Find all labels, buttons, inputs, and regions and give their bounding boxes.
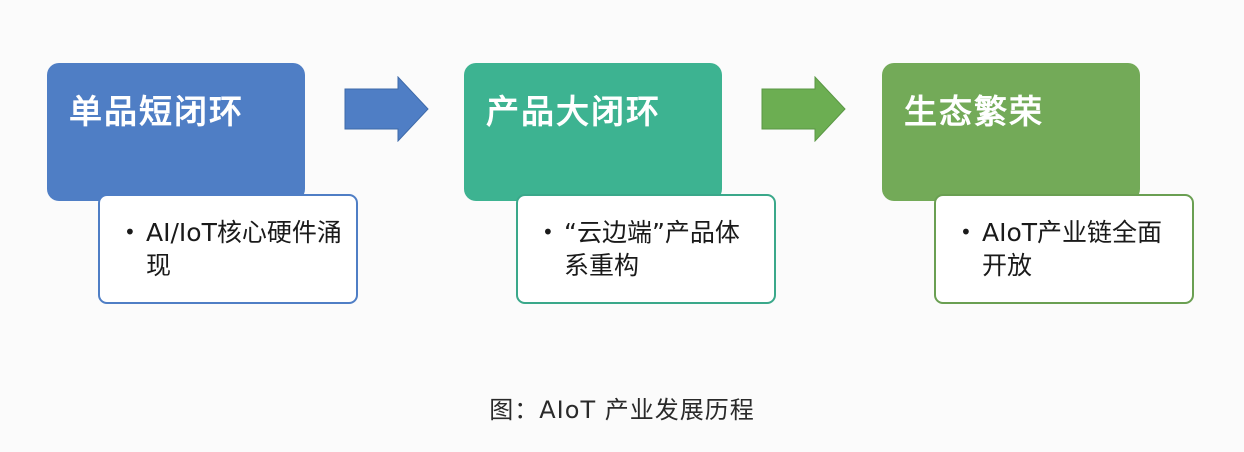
arrow-right-icon bbox=[344, 76, 429, 142]
stage-1-detail-box: • AI/IoT核心硬件涌现 bbox=[98, 194, 358, 304]
stage-3-title: 生态繁荣 bbox=[904, 92, 1044, 131]
stage-3-description: AIoT产业链全面开放 bbox=[982, 218, 1163, 280]
bullet-icon: • bbox=[124, 220, 136, 244]
stage-1-title: 单品短闭环 bbox=[69, 92, 244, 131]
stage-2-detail-box: • “云边端”产品体系重构 bbox=[516, 194, 776, 304]
stage-1-description: AI/IoT核心硬件涌现 bbox=[146, 218, 342, 280]
stage-3-box: 生态繁荣 bbox=[882, 63, 1140, 201]
bullet-icon: • bbox=[542, 220, 554, 244]
bullet-icon: • bbox=[960, 220, 972, 244]
stage-1-box: 单品短闭环 bbox=[47, 63, 305, 201]
stage-2-title: 产品大闭环 bbox=[486, 92, 661, 131]
figure-caption: 图：AIoT 产业发展历程 bbox=[489, 396, 755, 424]
stage-3-detail-box: • AIoT产业链全面开放 bbox=[934, 194, 1194, 304]
arrow-right-icon bbox=[761, 76, 846, 142]
stage-2-description: “云边端”产品体系重构 bbox=[564, 218, 740, 280]
stage-2-box: 产品大闭环 bbox=[464, 63, 722, 201]
